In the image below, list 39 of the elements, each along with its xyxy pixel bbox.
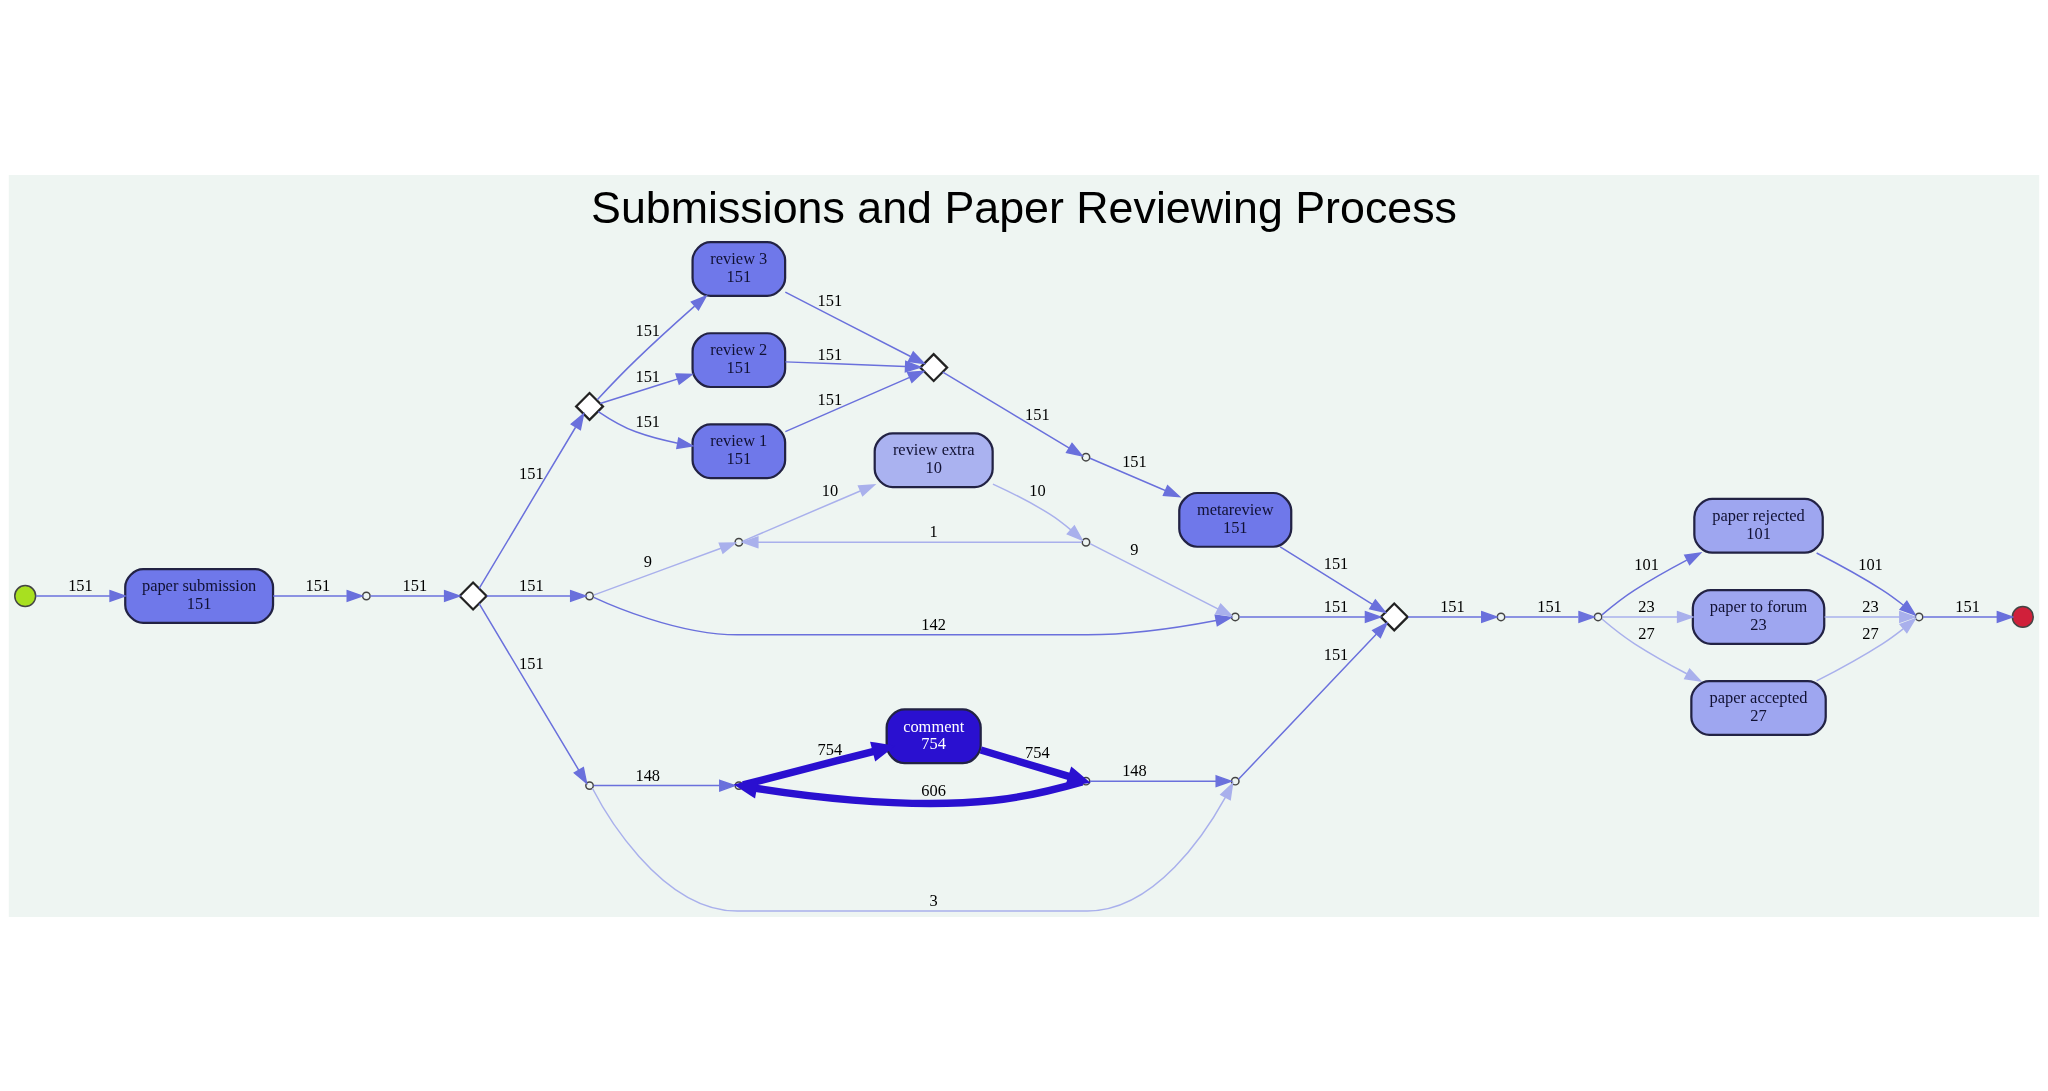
edge-label: 27 [1638, 623, 1655, 643]
edge-label: 151 [519, 653, 544, 673]
edge-label: 151 [519, 463, 544, 483]
edge-label: 3 [929, 890, 938, 910]
edge-label: 606 [921, 780, 946, 800]
edge-label: 151 [1323, 596, 1349, 616]
diagram-title: Submissions and Paper Reviewing Process [591, 181, 1457, 232]
edge-label: 151 [1025, 404, 1050, 424]
edge-label: 23 [1862, 596, 1879, 616]
edge-label: 151 [402, 575, 428, 595]
edge-label: 23 [1638, 596, 1655, 616]
edge-label: 151 [635, 320, 661, 340]
edge-label: 9 [1130, 539, 1139, 559]
edge-label: 151 [1323, 553, 1349, 573]
edge-label: 151 [817, 344, 843, 364]
edge-label: 151 [1537, 596, 1562, 616]
edge-label: 1 [929, 521, 938, 541]
edge-label: 754 [817, 739, 843, 759]
edge-label: 151 [1323, 644, 1349, 664]
edge-label: 151 [1955, 596, 1980, 616]
edge-label: 151 [817, 389, 843, 409]
edge-label: 148 [1122, 760, 1147, 780]
edge-label: 151 [68, 575, 93, 595]
edge-label: 151 [1122, 451, 1147, 471]
edge-label: 27 [1862, 623, 1879, 643]
edge-label: 9 [643, 551, 652, 571]
edge-label: 10 [1029, 480, 1046, 500]
edge-label: 101 [1858, 554, 1883, 574]
edge-label: 10 [821, 480, 839, 500]
edge-label: 142 [921, 614, 946, 634]
edge-label: 148 [635, 765, 661, 785]
edge-label: 151 [1440, 596, 1465, 616]
edge-label: 151 [635, 411, 661, 431]
edge-label: 101 [1634, 554, 1659, 574]
edge-label: 151 [817, 290, 843, 310]
edge-label: 151 [635, 366, 661, 386]
edge-label: 151 [305, 575, 331, 595]
edge-label: 151 [519, 575, 544, 595]
edge-label: 754 [1025, 742, 1050, 762]
